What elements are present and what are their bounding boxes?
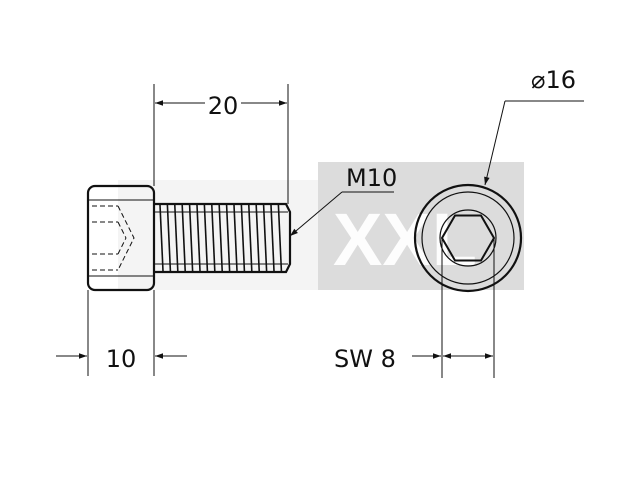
thread-lines <box>159 204 283 272</box>
thread-crest <box>218 204 223 272</box>
thread-callout: M10 <box>289 164 397 237</box>
thread-crest <box>166 204 172 272</box>
thread-crest <box>211 204 216 272</box>
screw-head <box>86 184 156 292</box>
thread-crest <box>240 204 246 272</box>
thread-crest <box>225 204 231 272</box>
thread-label: M10 <box>346 164 397 192</box>
thread-crest <box>203 204 209 272</box>
head-diameter-label: ⌀16 <box>531 66 576 94</box>
hidden-socket-lines <box>92 205 135 271</box>
thread-crest <box>181 204 186 272</box>
watermark: XXL <box>118 162 524 290</box>
thread-crest <box>262 204 268 272</box>
dimension-head-height: 10 <box>56 290 187 376</box>
thread-crest <box>196 204 201 272</box>
head-inner-circle <box>421 191 515 285</box>
thread-crest <box>174 204 179 272</box>
thread-crest <box>233 204 238 272</box>
dimension-length: 20 <box>153 84 289 204</box>
head-outer-circle <box>413 183 523 293</box>
thread-crest <box>248 204 253 272</box>
dimension-wrench-size: SW 8 <box>334 238 495 378</box>
thread-crest <box>270 204 275 272</box>
screw-shank <box>154 202 292 274</box>
dimension-head-diameter: ⌀16 <box>484 66 584 186</box>
wrench-size-label: SW 8 <box>334 345 396 373</box>
head-height-label: 10 <box>106 345 137 373</box>
length-label: 20 <box>208 92 239 120</box>
thread-crest <box>255 204 260 272</box>
watermark-text: XXL <box>333 198 477 281</box>
screw-side-view <box>86 184 292 292</box>
thread-crest <box>159 204 164 272</box>
watermark-box <box>318 162 524 290</box>
socket-circle <box>439 209 497 267</box>
thread-crest <box>188 204 194 272</box>
thread-crest <box>277 204 283 272</box>
